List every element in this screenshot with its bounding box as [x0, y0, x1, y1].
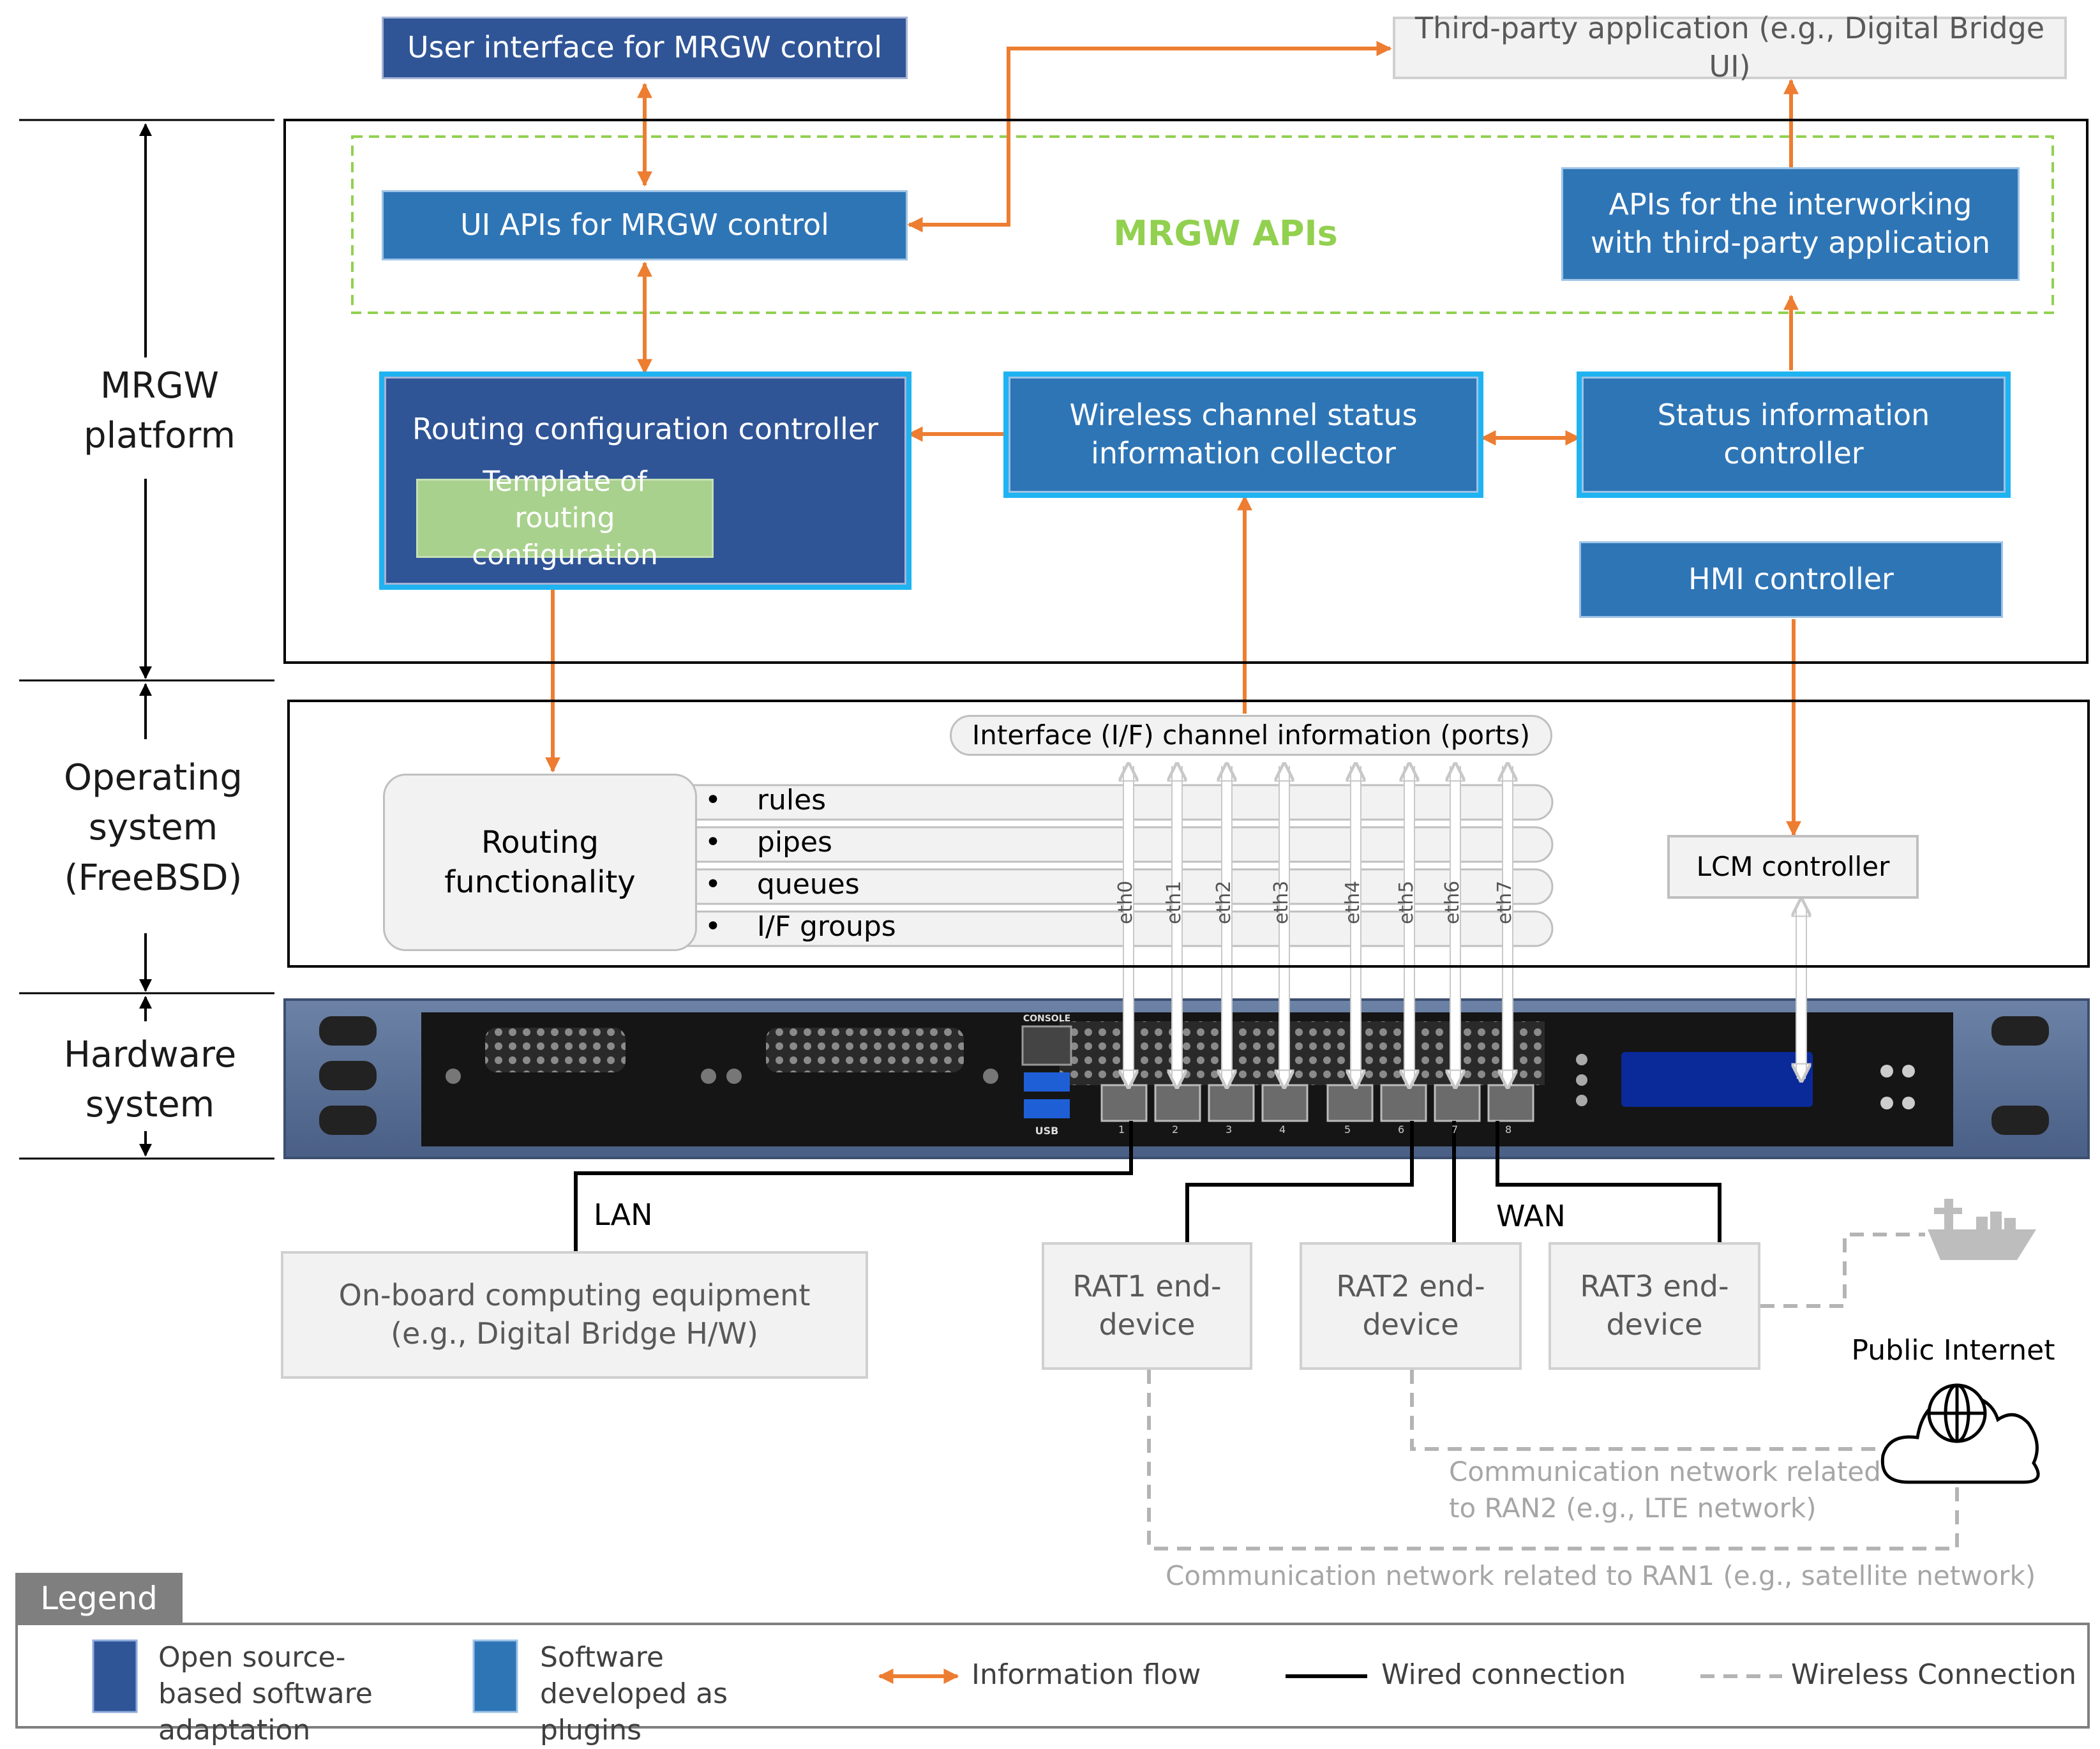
port-number-4: 4 — [1279, 1123, 1286, 1136]
wireless-connections — [1147, 1233, 1959, 1550]
interface-channel-pill: Interface (I/F) channel information (por… — [950, 715, 1552, 756]
os-item-queues: • queues — [705, 868, 860, 901]
os-item-if-groups-label: I/F groups — [756, 910, 896, 943]
onboard-equipment-box: On-board computing equipment (e.g., Digi… — [281, 1251, 868, 1379]
public-internet-label: Public Internet — [1851, 1334, 2055, 1367]
layer-label-os: Operating system (FreeBSD) — [64, 757, 243, 899]
wireless-collector-box: Wireless channel status information coll… — [1003, 372, 1483, 498]
os-item-rules: • rules — [705, 784, 827, 816]
ship-icon — [1928, 1199, 2036, 1260]
ran1-network-label: Communication network related to RAN1 (e… — [1166, 1560, 2036, 1591]
legend-swatch-open-source — [92, 1639, 138, 1713]
ran2-network-label: Communication network related to RAN2 (e… — [1449, 1456, 1881, 1524]
cloud-globe-icon — [1880, 1383, 2040, 1484]
legend-info-flow-label: Information flow — [971, 1658, 1201, 1691]
port-number-7: 7 — [1451, 1123, 1459, 1136]
console-label: CONSOLE — [1023, 1014, 1071, 1024]
mrgw-platform-frame — [283, 119, 2089, 664]
eth-label-3: eth3 — [1270, 880, 1293, 924]
legend-wireless-label: Wireless Connection — [1791, 1658, 2077, 1691]
ui-apis-box: UI APIs for MRGW control — [382, 190, 908, 260]
legend-frame — [15, 1623, 2090, 1729]
os-item-queues-label: queues — [756, 868, 860, 901]
apis-group-title: MRGW APIs — [1113, 213, 1338, 253]
rat3-box: RAT3 end-device — [1549, 1242, 1760, 1370]
lan-label: LAN — [594, 1197, 653, 1232]
rat2-box: RAT2 end-device — [1300, 1242, 1522, 1370]
os-item-pipes-label: pipes — [756, 826, 832, 859]
eth-label-4: eth4 — [1342, 880, 1364, 924]
legend-plugins-label: Software developed as plugins — [540, 1641, 728, 1747]
os-frame — [287, 700, 2090, 968]
legend-title: Legend — [40, 1580, 158, 1617]
layer-label-platform: MRGW platform — [84, 365, 236, 457]
legend-open-source-label: Open source-based software adaptation — [158, 1641, 373, 1747]
port-number-3: 3 — [1226, 1123, 1233, 1136]
eth-label-5: eth5 — [1395, 880, 1418, 924]
eth-port-arrows — [1129, 766, 1801, 1085]
wired-connections — [574, 1121, 1721, 1252]
routing-functionality-box: Routing functionality — [383, 774, 697, 951]
port-number-2: 2 — [1172, 1123, 1179, 1136]
rat1-box: RAT1 end-device — [1042, 1242, 1252, 1370]
eth-label-2: eth2 — [1213, 880, 1235, 924]
third-party-app-box: Third-party application (e.g., Digital B… — [1393, 11, 2067, 84]
hmi-controller-box: HMI controller — [1579, 541, 2003, 618]
os-item-if-groups: • I/F groups — [705, 910, 896, 943]
eth-label-6: eth6 — [1441, 880, 1464, 924]
interworking-apis-box: APIs for the interworking with third-par… — [1561, 167, 2020, 281]
port-number-1: 1 — [1118, 1123, 1125, 1136]
eth-label-1: eth1 — [1163, 880, 1185, 924]
os-item-rules-label: rules — [756, 784, 827, 816]
routing-template-box: Template of routing configuration — [416, 465, 714, 571]
usb-label: USB — [1035, 1125, 1059, 1137]
layer-separators — [19, 119, 274, 1160]
lcm-controller-box: LCM controller — [1667, 835, 1919, 899]
information-flow-arrows — [545, 41, 1801, 837]
port-number-6: 6 — [1398, 1123, 1405, 1136]
status-controller-box: Status information controller — [1577, 372, 2011, 498]
routing-controller-label: Routing configuration controller — [412, 412, 879, 446]
legend-title-bg — [15, 1573, 183, 1624]
user-interface-box: User interface for MRGW control — [382, 17, 908, 79]
legend-wired-label: Wired connection — [1381, 1658, 1626, 1691]
wan-label: WAN — [1496, 1199, 1566, 1233]
eth-label-7: eth7 — [1494, 880, 1516, 924]
layer-label-hardware: Hardware system — [63, 1034, 237, 1126]
eth-label-0: eth0 — [1114, 880, 1137, 924]
os-item-pipes: • pipes — [705, 826, 832, 859]
port-number-8: 8 — [1505, 1123, 1512, 1136]
port-number-5: 5 — [1344, 1123, 1351, 1136]
legend-swatch-plugins — [472, 1639, 518, 1713]
hardware-chassis — [283, 998, 2090, 1159]
